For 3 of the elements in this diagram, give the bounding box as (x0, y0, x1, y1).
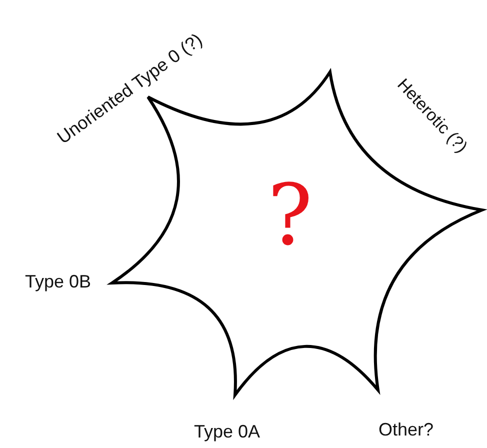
vertex-label: Type 0A (194, 422, 260, 442)
vertex-label: Other? (378, 420, 434, 440)
vertex-label: Type 0B (24, 272, 92, 292)
